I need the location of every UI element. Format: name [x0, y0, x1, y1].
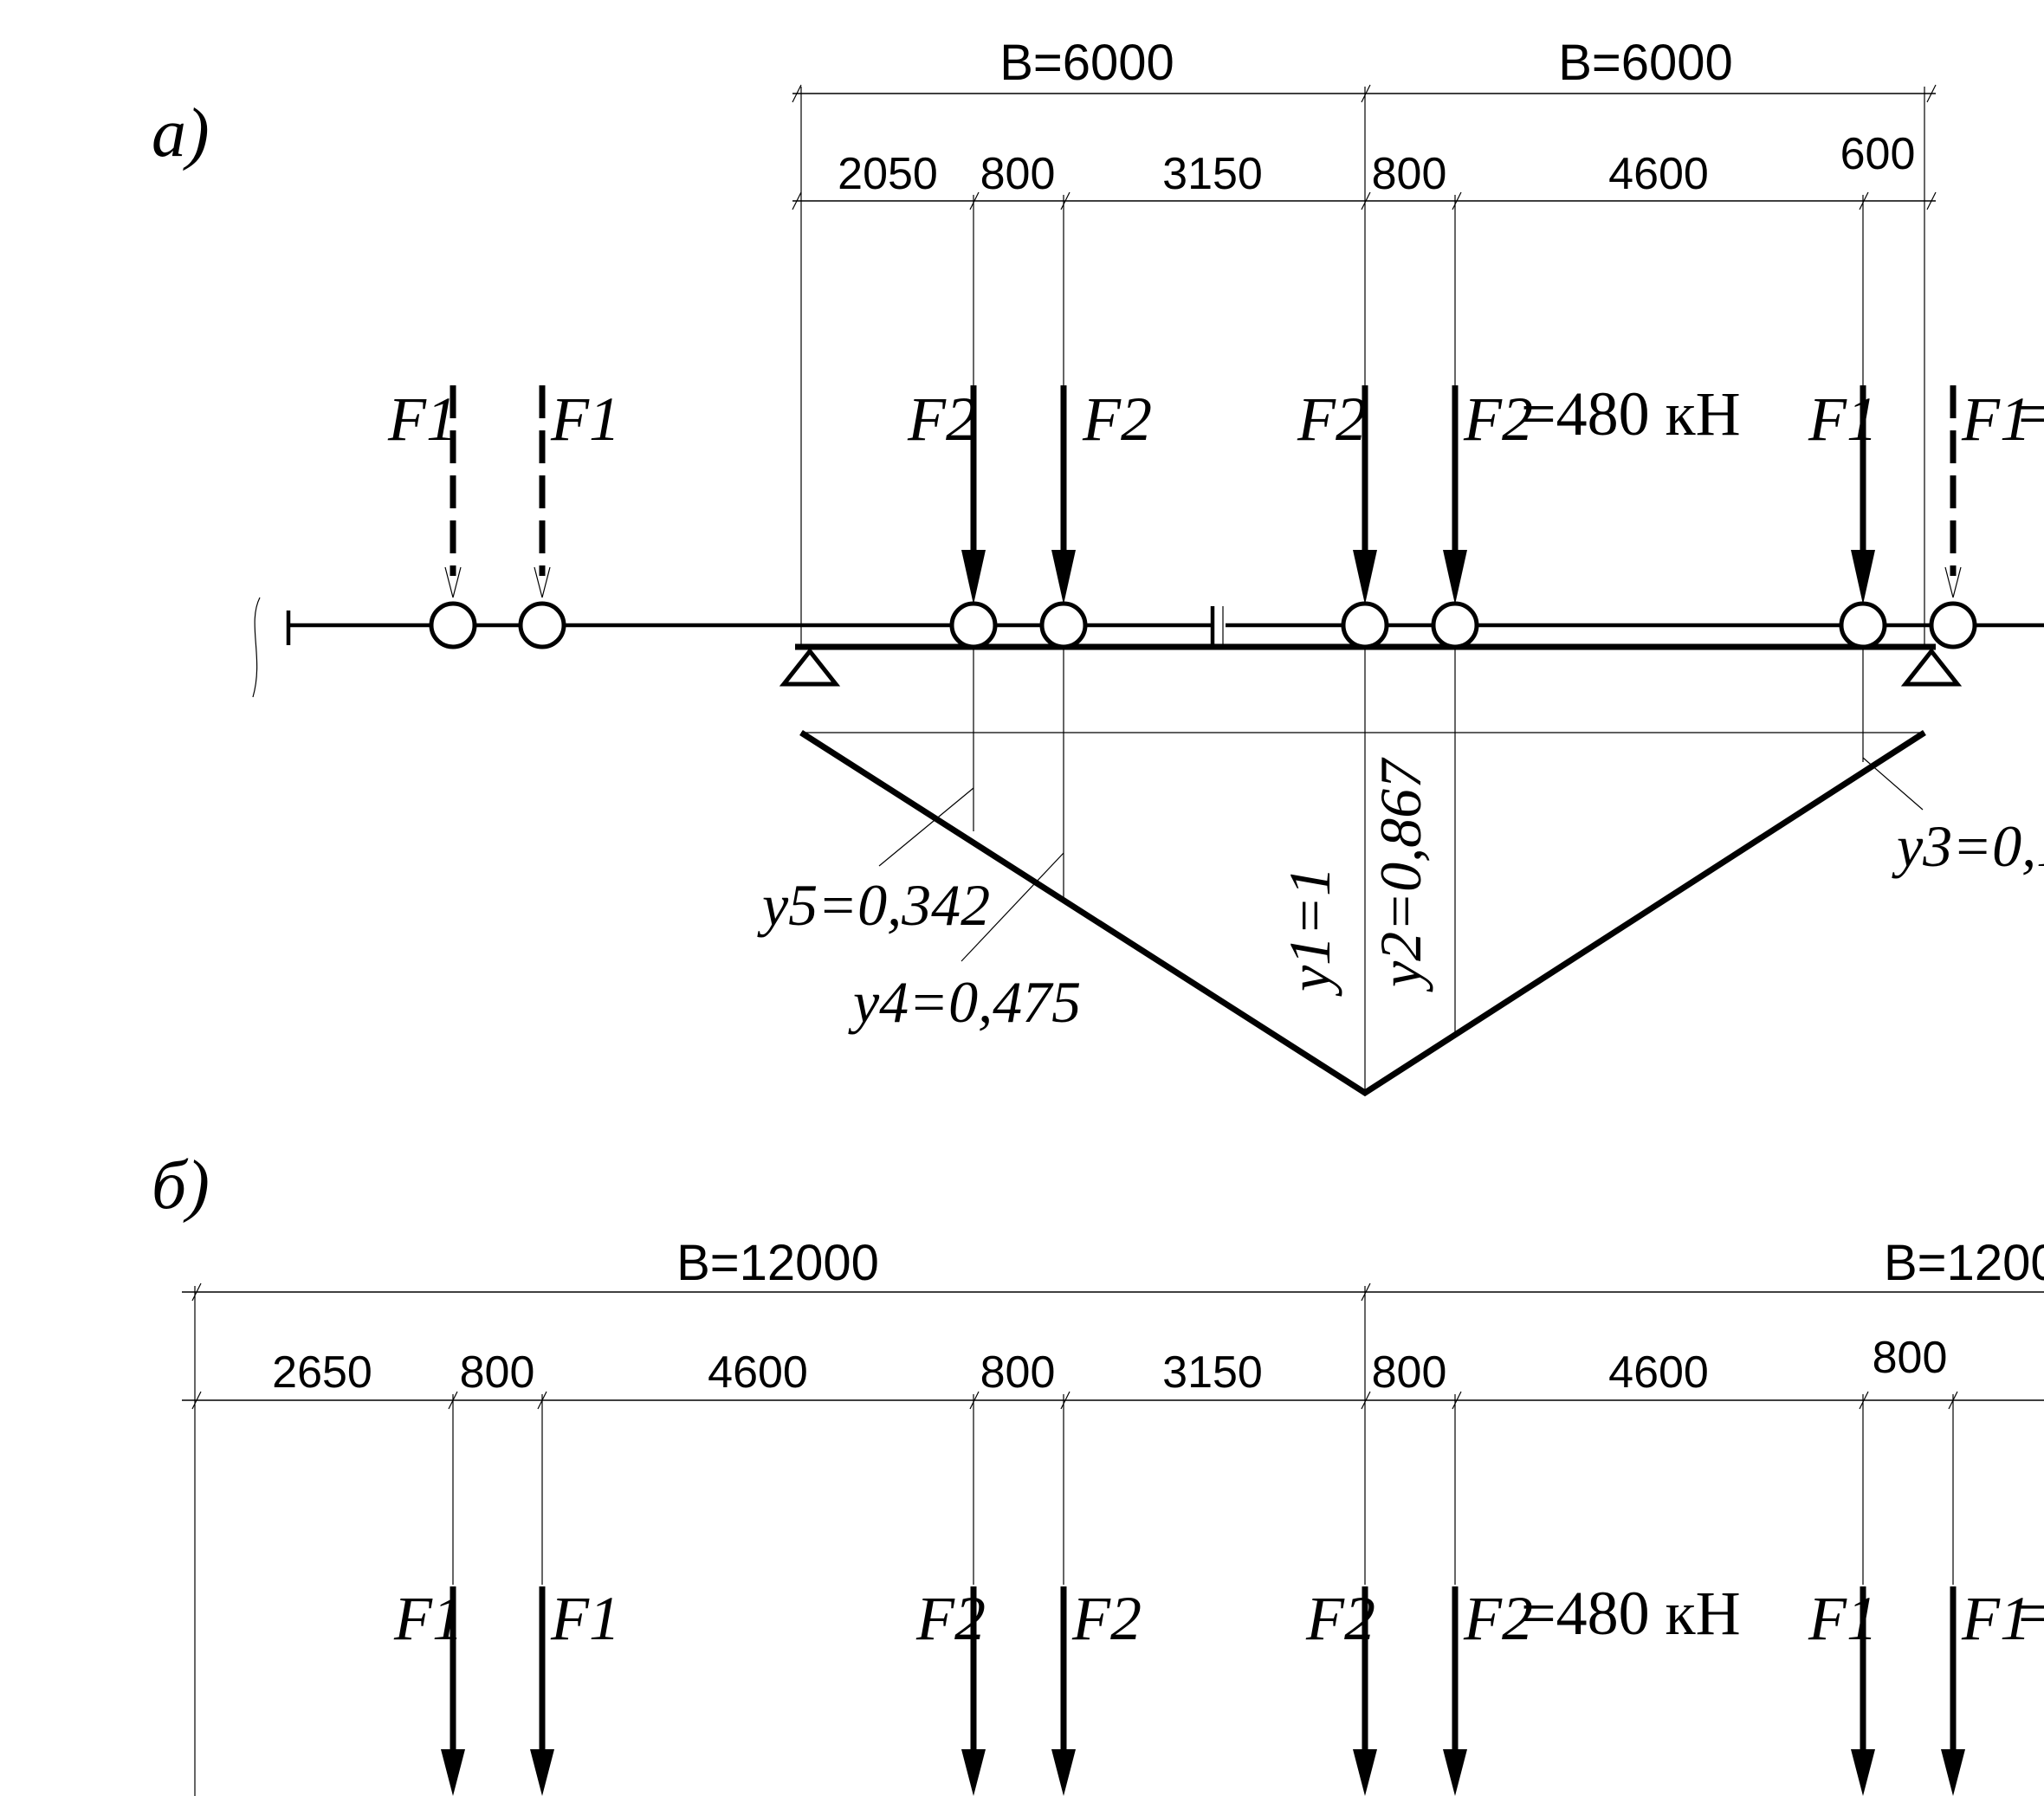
f2-value-label: =480 кН	[1521, 379, 1741, 449]
dim-2650: 2650	[272, 1347, 372, 1398]
dim-800-a1: 800	[980, 149, 1056, 199]
f1-label: F1	[1808, 384, 1878, 454]
dim-800-a2: 800	[1372, 149, 1447, 199]
force-labels-b: F1 F1 F2 F2 F2 F2 =480 кН F1 F1 =	[393, 1579, 2044, 1653]
f2-label: F2	[1297, 384, 1367, 454]
y3-ordinate-label: y3=0,1	[1892, 813, 2044, 879]
f2-label: F2	[915, 1584, 986, 1653]
extension-lines-b	[194, 1286, 1954, 1796]
f1-value-label: =	[2018, 379, 2044, 449]
f1-label: F1	[1961, 1584, 2031, 1653]
f2-label: F2	[907, 384, 977, 454]
wheels-a	[429, 601, 1977, 649]
dim-800-b3: 800	[1372, 1347, 1447, 1398]
y4-ordinate-label: y4=0,475	[848, 969, 1081, 1035]
force-arrow-solid-b	[441, 1586, 1965, 1796]
span-dimension-line-a	[792, 84, 1937, 103]
ordinate-labels: y5=0,342 y4=0,475 y1=1 y2=0,867 y3=0,1	[757, 757, 2044, 1035]
span-left-label-b: B=12000	[676, 1235, 879, 1291]
f2-label: F2	[1305, 1584, 1375, 1653]
y5-ordinate-label: y5=0,342	[757, 872, 990, 938]
dim-800-b2: 800	[980, 1347, 1056, 1398]
y2-ordinate-label: y2=0,867	[1368, 757, 1433, 992]
f2-label: F2	[1463, 1584, 1533, 1653]
f2-label: F2	[1082, 384, 1152, 454]
f2-label: F2	[1071, 1584, 1142, 1653]
force-labels-a: F1 F1 F2 F2 F2 F2 =480 кН F1 F1 =	[387, 379, 2044, 454]
left-support-a	[779, 647, 841, 687]
dim-4600-a: 4600	[1608, 149, 1709, 199]
dim-3150-b: 3150	[1162, 1347, 1263, 1398]
y1-ordinate-label: y1=1	[1277, 867, 1342, 997]
right-support-a	[1900, 647, 1963, 687]
f1-label: F1	[1961, 384, 2031, 454]
f1-value-label: =	[2018, 1579, 2044, 1648]
span-left-label-a: B=6000	[999, 35, 1174, 91]
span-dimension-line-b	[182, 1282, 2044, 1302]
span-right-label-a: B=6000	[1558, 35, 1733, 91]
force-arrow-solid	[961, 385, 1875, 604]
f1-label: F1	[550, 1584, 620, 1653]
f2-label: F2	[1463, 384, 1533, 454]
f2-value-label: =480 кН	[1521, 1579, 1741, 1648]
wheel-dimension-line-a	[792, 191, 1937, 210]
f1-label: F1	[550, 384, 620, 454]
f1-label: F1	[393, 1584, 463, 1653]
dim-600: 600	[1840, 129, 1916, 179]
f1-label: F1	[1808, 1584, 1878, 1653]
span-right-label-b: B=12000	[1884, 1235, 2044, 1291]
force-arrow-dashed	[444, 385, 1962, 598]
dim-4600-b2: 4600	[1608, 1347, 1709, 1398]
panel-a-label: а)	[152, 95, 210, 171]
dim-800-b1: 800	[460, 1347, 535, 1398]
dim-4600-b1: 4600	[708, 1347, 808, 1398]
f1-label: F1	[387, 384, 457, 454]
influence-line	[799, 730, 1926, 1097]
dim-3150-a: 3150	[1162, 149, 1263, 199]
dim-2050: 2050	[838, 149, 938, 199]
panel-b-label: б)	[152, 1147, 210, 1224]
dim-800-b4: 800	[1873, 1333, 1948, 1383]
